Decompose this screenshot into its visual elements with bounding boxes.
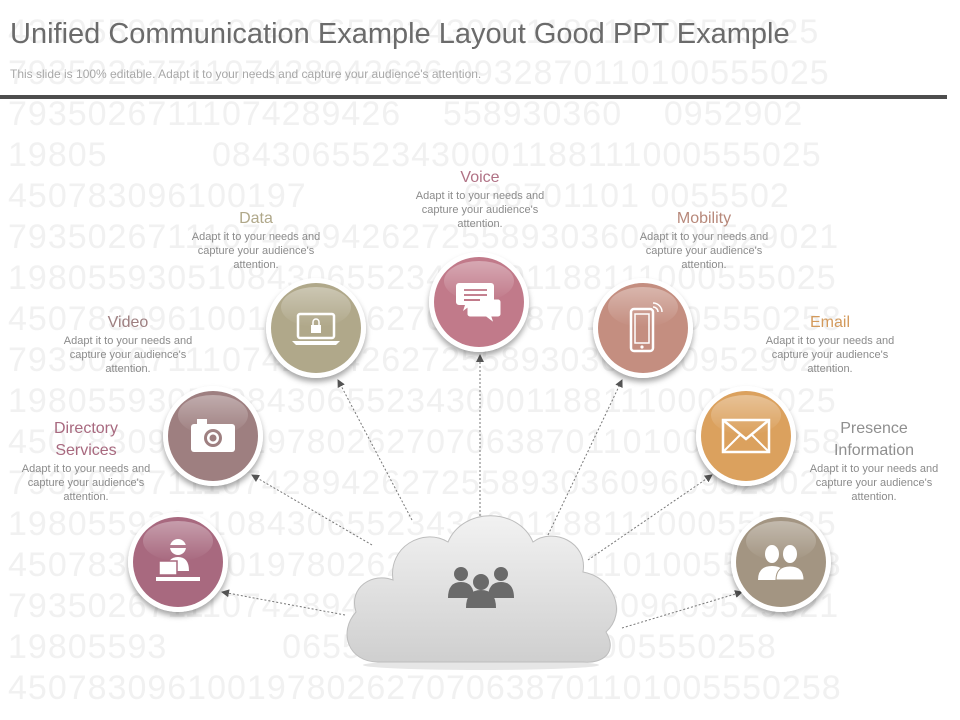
label-body: Adapt it to your needs and capture your … bbox=[809, 463, 939, 503]
chat-bubbles-icon bbox=[434, 257, 524, 347]
label-body: Adapt it to your needs and capture your … bbox=[415, 190, 545, 230]
group-of-people-icon bbox=[448, 567, 514, 608]
node-directory-services bbox=[128, 512, 228, 612]
user-computer-icon bbox=[133, 517, 223, 607]
label-title: Email bbox=[809, 314, 850, 331]
label-directory-services: Directory Services Adapt it to your need… bbox=[10, 418, 162, 504]
slide-title: Unified Communication Example Layout Goo… bbox=[10, 18, 790, 50]
central-cloud bbox=[346, 515, 617, 670]
node-mobility bbox=[593, 278, 693, 378]
node-data bbox=[266, 278, 366, 378]
label-body: Adapt it to your needs and capture your … bbox=[21, 463, 151, 503]
label-body: Adapt it to your needs and capture your … bbox=[639, 231, 769, 271]
envelope-icon bbox=[701, 391, 791, 481]
node-video bbox=[163, 386, 263, 486]
label-presence-information: Presence Information Adapt it to your ne… bbox=[798, 418, 950, 504]
label-mobility: Mobility Adapt it to your needs and capt… bbox=[628, 208, 780, 272]
title-divider bbox=[0, 95, 947, 99]
connector-email bbox=[587, 474, 713, 561]
slide-subtitle: This slide is 100% editable. Adapt it to… bbox=[10, 67, 482, 81]
label-body: Adapt it to your needs and capture your … bbox=[191, 231, 321, 271]
connector-data bbox=[337, 379, 413, 521]
label-body: Adapt it to your needs and capture your … bbox=[63, 335, 193, 375]
mobile-phone-icon bbox=[598, 283, 688, 373]
camera-icon bbox=[168, 391, 258, 481]
label-data: Data Adapt it to your needs and capture … bbox=[180, 208, 332, 272]
label-title: Mobility bbox=[676, 210, 732, 227]
label-video: Video Adapt it to your needs and capture… bbox=[52, 312, 204, 376]
connector-presence-information bbox=[621, 590, 743, 629]
label-title: Presence Information bbox=[833, 420, 915, 459]
laptop-lock-icon bbox=[271, 283, 361, 373]
node-presence-information bbox=[731, 512, 831, 612]
label-title: Directory Services bbox=[53, 420, 118, 459]
connector-mobility bbox=[547, 379, 623, 536]
connector-directory-services bbox=[221, 589, 346, 616]
label-title: Data bbox=[239, 210, 273, 227]
label-title: Video bbox=[107, 314, 149, 331]
label-email: Email Adapt it to your needs and capture… bbox=[754, 312, 906, 376]
connector-video bbox=[251, 474, 373, 546]
people-icon bbox=[736, 517, 826, 607]
label-body: Adapt it to your needs and capture your … bbox=[765, 335, 895, 375]
label-title: Voice bbox=[460, 169, 500, 186]
node-email bbox=[696, 386, 796, 486]
node-voice bbox=[429, 252, 529, 352]
label-voice: Voice Adapt it to your needs and capture… bbox=[404, 167, 556, 231]
